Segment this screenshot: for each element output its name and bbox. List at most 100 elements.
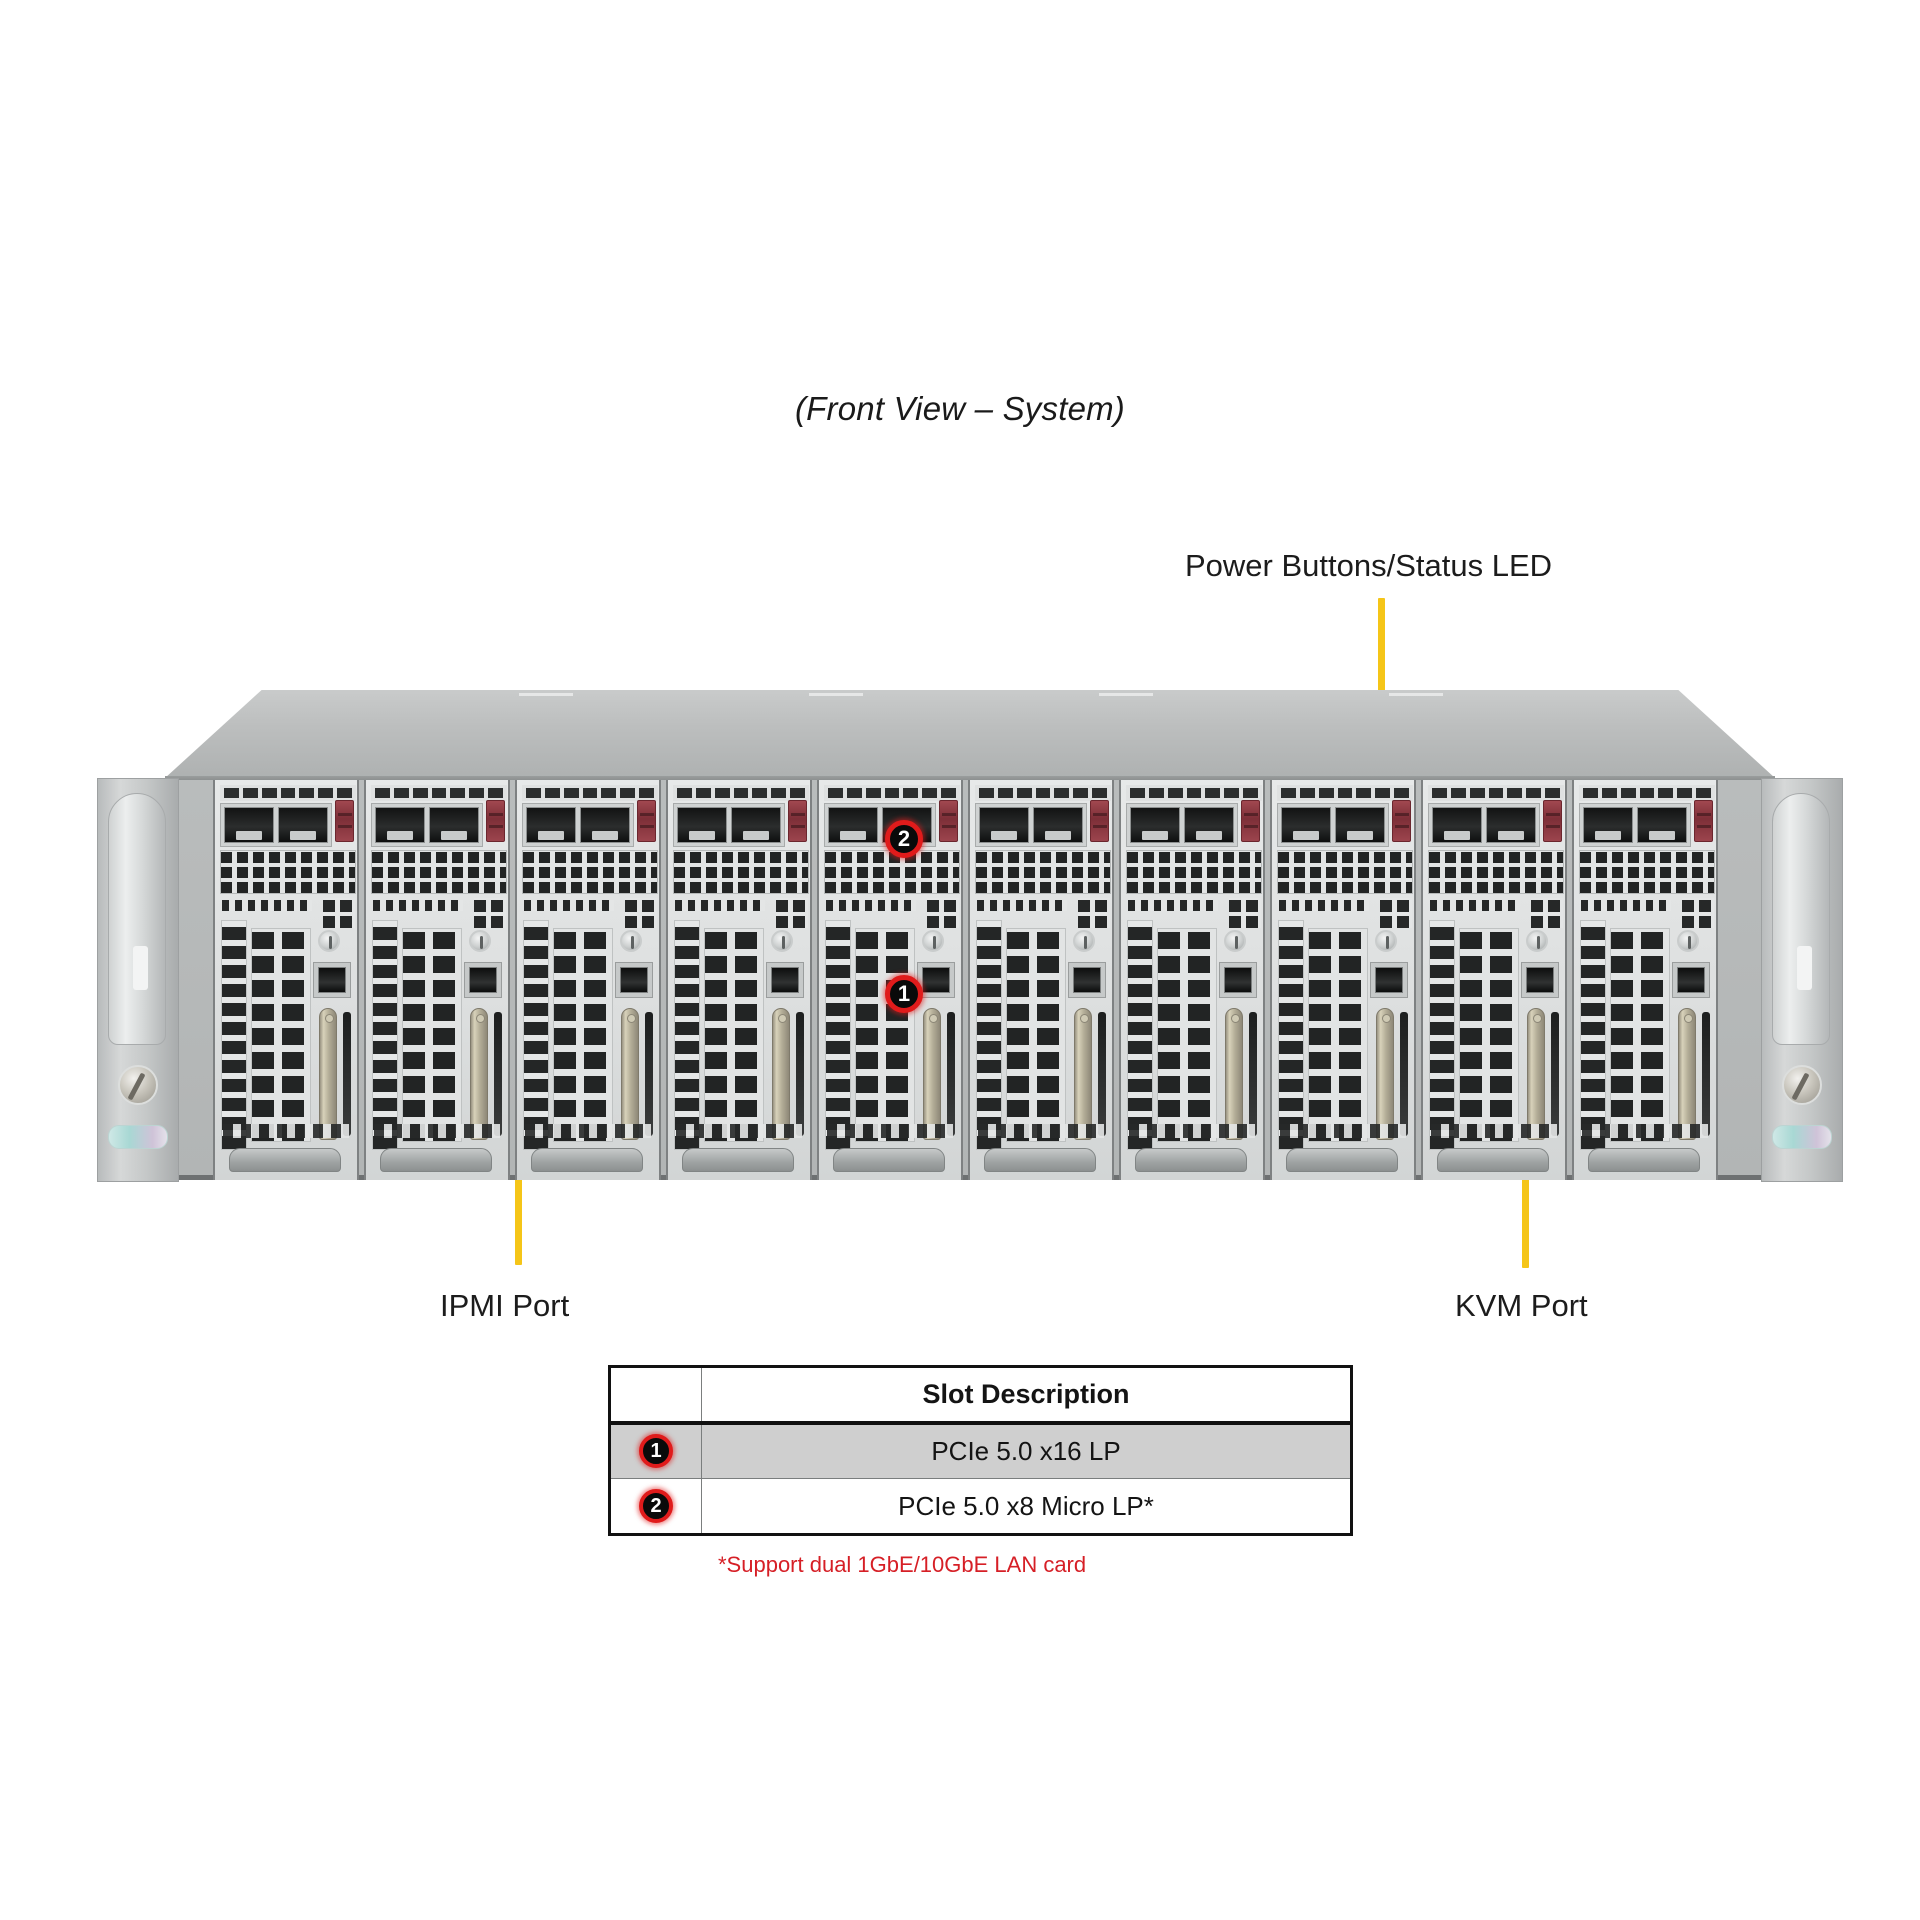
thumbscrew-left-icon[interactable] bbox=[118, 1065, 158, 1105]
rj45-lan-port-icon[interactable] bbox=[677, 807, 727, 843]
kvm-port-icon[interactable] bbox=[1672, 962, 1710, 998]
ipmi-port-icon[interactable] bbox=[615, 962, 653, 998]
node-release-latch-icon[interactable] bbox=[637, 800, 656, 842]
node-release-latch-icon[interactable] bbox=[1090, 800, 1109, 842]
node-vent-block bbox=[1308, 928, 1368, 1142]
server-node-8[interactable] bbox=[1270, 780, 1416, 1180]
node-release-latch-icon[interactable] bbox=[1392, 800, 1411, 842]
rj45-lan-port-icon[interactable] bbox=[1637, 807, 1687, 843]
ipmi-port-icon[interactable] bbox=[464, 962, 502, 998]
ipmi-port-icon[interactable] bbox=[766, 962, 804, 998]
rj45-lan-port-icon[interactable] bbox=[828, 807, 878, 843]
rj45-lan-port-icon[interactable] bbox=[1033, 807, 1083, 843]
kvm-port-icon[interactable] bbox=[1521, 962, 1559, 998]
lan-port-bay bbox=[522, 803, 634, 847]
thumbscrew-right-icon[interactable] bbox=[1782, 1065, 1822, 1105]
power-button-icon[interactable] bbox=[318, 930, 340, 952]
node-vent-block bbox=[1157, 928, 1217, 1142]
node-pull-handle-icon[interactable] bbox=[380, 1148, 492, 1172]
rj45-lan-port-icon[interactable] bbox=[1184, 807, 1234, 843]
node-pull-handle-icon[interactable] bbox=[833, 1148, 945, 1172]
rj45-lan-port-icon[interactable] bbox=[1486, 807, 1536, 843]
node-pull-handle-icon[interactable] bbox=[229, 1148, 341, 1172]
rj45-lan-port-icon[interactable] bbox=[1583, 807, 1633, 843]
edge-connector-icon bbox=[1527, 1008, 1545, 1140]
node-release-latch-icon[interactable] bbox=[939, 800, 958, 842]
ipmi-port-icon[interactable] bbox=[917, 962, 955, 998]
chassis-top-lid bbox=[165, 690, 1775, 778]
kvm-port-icon[interactable] bbox=[1219, 962, 1257, 998]
node-pull-handle-icon[interactable] bbox=[531, 1148, 643, 1172]
node-vent-dashes bbox=[977, 900, 1067, 911]
power-button-icon[interactable] bbox=[620, 930, 642, 952]
rj45-lan-port-icon[interactable] bbox=[580, 807, 630, 843]
kvm-port-icon[interactable] bbox=[1068, 962, 1106, 998]
kvm-port-icon[interactable] bbox=[1370, 962, 1408, 998]
power-button-icon[interactable] bbox=[922, 930, 944, 952]
node-pull-handle-icon[interactable] bbox=[984, 1148, 1096, 1172]
power-button-icon[interactable] bbox=[1677, 930, 1699, 952]
rj45-lan-port-icon[interactable] bbox=[731, 807, 781, 843]
server-node-3[interactable] bbox=[515, 780, 661, 1180]
lan-port-bay bbox=[1277, 803, 1389, 847]
server-node-6[interactable] bbox=[968, 780, 1114, 1180]
rj45-lan-port-icon[interactable] bbox=[1281, 807, 1331, 843]
server-node-2[interactable] bbox=[364, 780, 510, 1180]
node-perforated-vent bbox=[1126, 850, 1262, 894]
node-pull-handle-icon[interactable] bbox=[1286, 1148, 1398, 1172]
rj45-lan-port-icon[interactable] bbox=[1432, 807, 1482, 843]
server-node-7[interactable] bbox=[1119, 780, 1265, 1180]
server-node-10[interactable] bbox=[1572, 780, 1718, 1180]
table-footnote: *Support dual 1GbE/10GbE LAN card bbox=[718, 1552, 1087, 1577]
rack-handle-left-icon[interactable] bbox=[108, 793, 166, 1045]
rj45-lan-port-icon[interactable] bbox=[526, 807, 576, 843]
power-button-icon[interactable] bbox=[1224, 930, 1246, 952]
table-row-badge-cell: 1 bbox=[609, 1422, 702, 1479]
rj45-lan-port-icon[interactable] bbox=[429, 807, 479, 843]
rack-ear-left bbox=[97, 778, 179, 1182]
power-button-icon[interactable] bbox=[1526, 930, 1548, 952]
edge-connector-icon bbox=[1376, 1008, 1394, 1140]
lid-seam bbox=[809, 693, 863, 696]
node-release-latch-icon[interactable] bbox=[1241, 800, 1260, 842]
node-release-latch-icon[interactable] bbox=[788, 800, 807, 842]
rj45-lan-port-icon[interactable] bbox=[1130, 807, 1180, 843]
table-header-badge-col bbox=[609, 1366, 702, 1425]
ipmi-port-icon[interactable] bbox=[313, 962, 351, 998]
rj45-lan-port-icon[interactable] bbox=[224, 807, 274, 843]
node-pull-handle-icon[interactable] bbox=[1437, 1148, 1549, 1172]
supermicro-logo-right bbox=[1772, 1125, 1832, 1149]
node-bottom-vent bbox=[223, 1124, 349, 1138]
node-top-vent bbox=[1428, 785, 1564, 801]
edge-connector-icon bbox=[923, 1008, 941, 1140]
lan-port-bay bbox=[975, 803, 1087, 847]
server-node-9[interactable] bbox=[1421, 780, 1567, 1180]
power-button-icon[interactable] bbox=[1375, 930, 1397, 952]
callout-badge-1[interactable]: 1 bbox=[885, 975, 923, 1013]
rack-handle-right-icon[interactable] bbox=[1772, 793, 1830, 1045]
server-node-1[interactable] bbox=[213, 780, 359, 1180]
rj45-lan-port-icon[interactable] bbox=[979, 807, 1029, 843]
node-pull-handle-icon[interactable] bbox=[1588, 1148, 1700, 1172]
edge-connector-icon bbox=[319, 1008, 337, 1140]
node-release-latch-icon[interactable] bbox=[1694, 800, 1713, 842]
power-button-icon[interactable] bbox=[469, 930, 491, 952]
node-bottom-vent bbox=[676, 1124, 802, 1138]
rj45-lan-port-icon[interactable] bbox=[375, 807, 425, 843]
server-node-4[interactable] bbox=[666, 780, 812, 1180]
node-pull-handle-icon[interactable] bbox=[1135, 1148, 1247, 1172]
node-release-latch-icon[interactable] bbox=[335, 800, 354, 842]
connector-rail bbox=[947, 1012, 955, 1136]
node-led-block bbox=[927, 898, 959, 928]
node-bottom-vent bbox=[374, 1124, 500, 1138]
node-vent-block bbox=[1006, 928, 1066, 1142]
connector-rail bbox=[1702, 1012, 1710, 1136]
node-release-latch-icon[interactable] bbox=[1543, 800, 1562, 842]
node-release-latch-icon[interactable] bbox=[486, 800, 505, 842]
power-button-icon[interactable] bbox=[1073, 930, 1095, 952]
power-button-icon[interactable] bbox=[771, 930, 793, 952]
callout-badge-2[interactable]: 2 bbox=[885, 820, 923, 858]
rj45-lan-port-icon[interactable] bbox=[1335, 807, 1385, 843]
rj45-lan-port-icon[interactable] bbox=[278, 807, 328, 843]
node-pull-handle-icon[interactable] bbox=[682, 1148, 794, 1172]
